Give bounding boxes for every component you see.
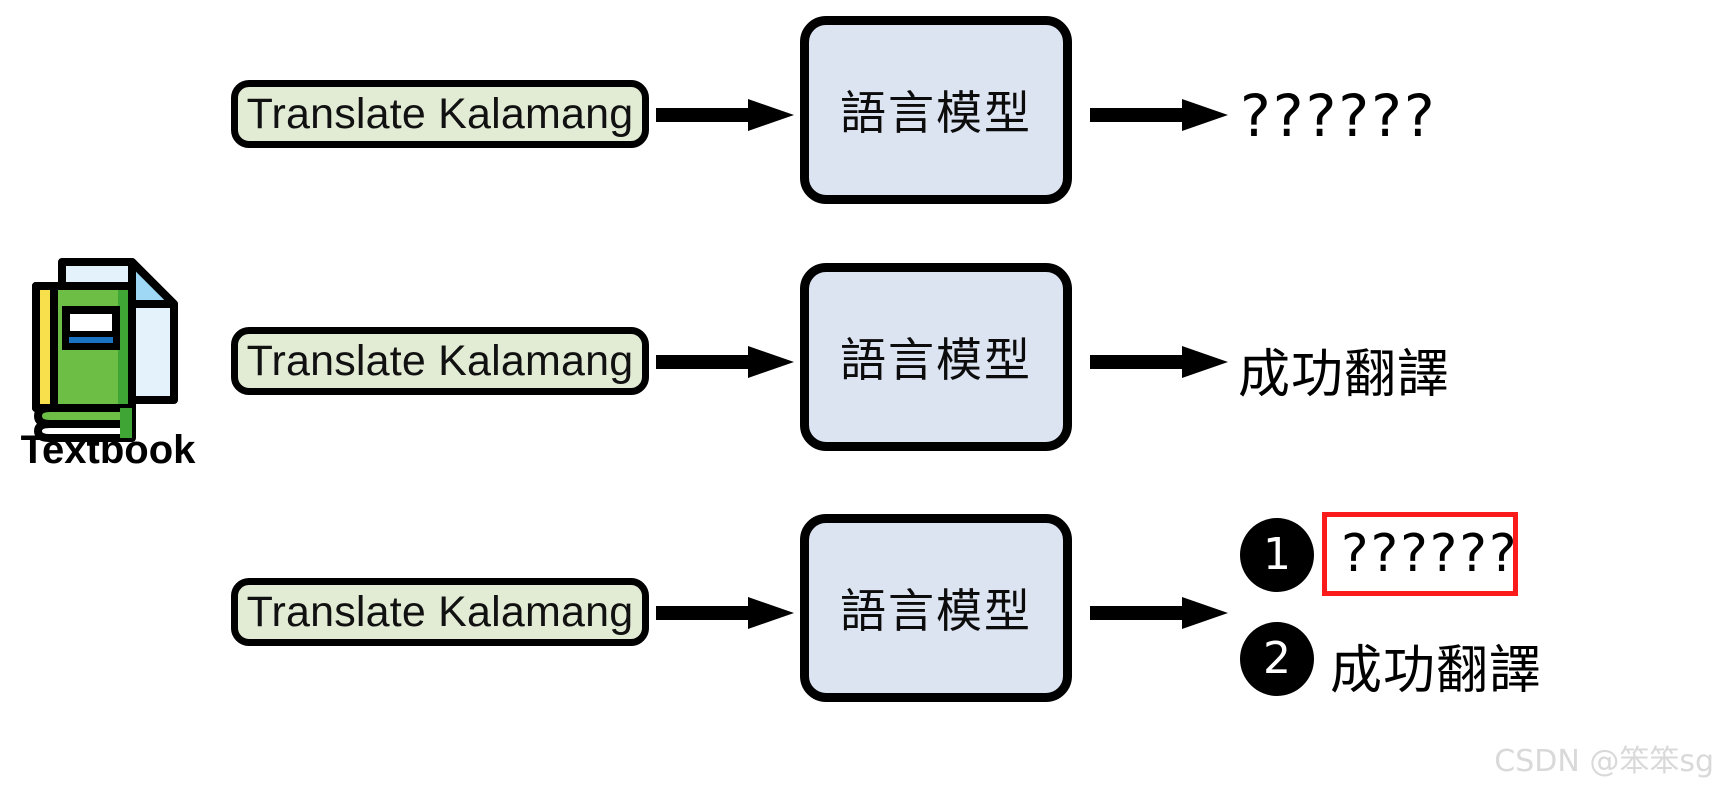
output-text-row-1: ?????? — [1240, 82, 1437, 150]
textbook-icon — [14, 248, 204, 448]
prompt-box-row-2[interactable]: Translate Kalamang — [231, 327, 649, 395]
arrow-right-icon-row-3-out — [1090, 595, 1230, 631]
csdn-watermark: CSDN @笨笨sg — [1494, 744, 1714, 779]
prompt-box-row-3[interactable]: Translate Kalamang — [231, 578, 649, 646]
arrow-right-icon-row-2-in — [656, 344, 796, 380]
output-highlight-box-1: ?????? — [1322, 512, 1518, 596]
output-number-badge-1: 1 — [1240, 518, 1314, 592]
prompt-label-row-1: Translate Kalamang — [246, 89, 634, 138]
arrow-right-icon-row-2-out — [1090, 344, 1230, 380]
output-text-row-3-item-2: 成功翻譯 — [1330, 641, 1543, 701]
llm-box-row-3[interactable]: 語言模型 — [800, 514, 1072, 702]
output-text-row-2: 成功翻譯 — [1238, 345, 1451, 405]
llm-box-row-1[interactable]: 語言模型 — [800, 16, 1072, 204]
llm-label-row-2: 語言模型 — [840, 333, 1032, 387]
output-text-row-3-item-1: ?????? — [1341, 524, 1519, 584]
llm-box-row-2[interactable]: 語言模型 — [800, 263, 1072, 451]
llm-label-row-1: 語言模型 — [840, 86, 1032, 140]
llm-label-row-3: 語言模型 — [840, 584, 1032, 638]
prompt-label-row-2: Translate Kalamang — [246, 336, 634, 385]
arrow-right-icon-row-1-out — [1090, 97, 1230, 133]
textbook-caption: Textbook — [20, 428, 196, 472]
arrow-right-icon-row-3-in — [656, 595, 796, 631]
output-number-badge-2: 2 — [1240, 622, 1314, 696]
prompt-label-row-3: Translate Kalamang — [246, 587, 634, 636]
prompt-box-row-1[interactable]: Translate Kalamang — [231, 80, 649, 148]
arrow-right-icon-row-1-in — [656, 97, 796, 133]
